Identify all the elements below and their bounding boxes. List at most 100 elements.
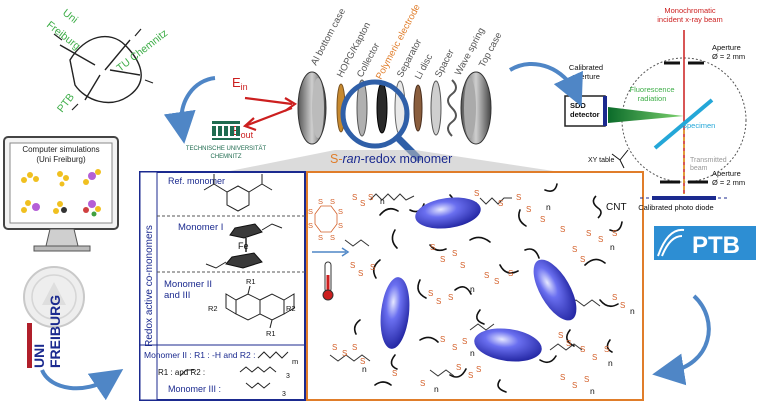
n-subscript: n: [630, 306, 635, 316]
sulfur-atom-label: S: [460, 261, 465, 270]
n-subscript: n: [470, 284, 475, 294]
sulfur-atom-label: S: [598, 235, 603, 244]
polymer-backbone: [329, 193, 601, 377]
svg-text:S: S: [318, 197, 323, 206]
thermometer-icon: [322, 261, 334, 301]
ellipsoid-redox-units: [380, 197, 577, 362]
sulfur-atom-label: S: [440, 335, 445, 344]
monomer-3-sub-b: 3: [282, 391, 286, 398]
sulfur-atom-label: S: [620, 301, 625, 310]
polymer-title: S-ran-redox monomer: [330, 152, 452, 166]
ref-monomer-label: Ref. monomer: [168, 176, 225, 186]
monomer-1-label: Monomer I: [178, 222, 223, 233]
xy-table-arrows: [611, 149, 629, 169]
sulfur-atom-label: S: [580, 345, 585, 354]
sulfur-atom-label: S: [352, 193, 357, 202]
sulfur-atom-label: S: [350, 261, 355, 270]
freiburg-logo-freiburg: FREIBURG: [47, 295, 63, 368]
sulfur-atom-label: S: [370, 263, 375, 272]
sulfur-atom-label: S: [604, 345, 609, 354]
arrow-cell-to-xray: [508, 61, 583, 107]
photodiode-label: Calibrated photo diode: [638, 203, 713, 212]
sulfur-atom-label: S: [494, 277, 499, 286]
comonomer-side-label: Redox active co-monomers: [144, 225, 155, 347]
sulfur-atom-label: S: [498, 199, 503, 208]
n-subscript: n: [610, 242, 615, 252]
ref-monomer-structure: [203, 174, 273, 212]
ferrocene-fe: Fe: [238, 241, 249, 251]
sulfur-atom-label: S: [584, 375, 589, 384]
ptb-logo: PTB: [654, 226, 756, 260]
sulfur-atom-label: S: [352, 343, 357, 352]
freiburg-logo-uni: UNI: [31, 344, 47, 368]
tu-chemnitz-logo: TECHNISCHE UNIVERSITÄT CHEMNITZ: [186, 121, 267, 160]
arrow-hands-to-cell: [163, 76, 216, 144]
svg-text:S: S: [338, 221, 343, 230]
sulfur-atom-label: S: [586, 229, 591, 238]
e-out-label: Eout: [232, 123, 254, 140]
ndi-r2-left: R2: [208, 304, 218, 313]
arrow-freiburg-to-comonomers: [40, 369, 124, 401]
ndi-r2-right: R2: [286, 304, 296, 313]
arrow-ptb-to-polymer: [652, 294, 711, 386]
sulfur-atom-label: S: [342, 349, 347, 358]
zoom-cone: [225, 150, 560, 172]
sulfur-atom-label: S: [558, 331, 563, 340]
n-subscript: n: [546, 202, 551, 212]
monomer-3-vinyl: [179, 369, 194, 377]
svg-text:S: S: [330, 197, 335, 206]
sulfur-atom-label: S: [358, 269, 363, 278]
ndi-r1-top: R1: [246, 277, 256, 286]
sulfur-atom-label: S: [448, 293, 453, 302]
sulfur-atom-label: S: [560, 225, 565, 234]
label-al-bottom-case: Al bottom case: [309, 7, 348, 68]
ferrocene-structure: [205, 223, 283, 269]
sulfur-atom-label: S: [332, 343, 337, 352]
sulfur-atom-label: S: [420, 379, 425, 388]
sulfur-atom-label: S: [484, 271, 489, 280]
monomer-3-sub-a: 3: [286, 373, 290, 380]
sulfur-atom-label: S: [572, 381, 577, 390]
n-subscript: n: [590, 386, 595, 396]
label-wave-spring: Wave spring: [453, 26, 487, 77]
svg-text:S: S: [338, 207, 343, 216]
tuc-logo-line2: CHEMNITZ: [211, 154, 242, 160]
sulfur-atom-label: S: [476, 365, 481, 374]
monomer-2-chain: [257, 351, 289, 359]
uni-freiburg-seal: [23, 266, 85, 328]
ptb-logo-text: PTB: [692, 232, 740, 259]
n-subscript: n: [362, 364, 367, 374]
hand-label-ptb: PTB: [55, 91, 77, 114]
monomer-2-definition: Monomer II : R1 : -H and R2 :: [144, 350, 255, 360]
sulfur-atom-label: S: [516, 193, 521, 202]
sulfur-atom-label: S: [560, 373, 565, 382]
computer-subtitle: (Uni Freiburg): [36, 155, 86, 164]
hand-label-tu-chemnitz: TU Chemnitz: [114, 27, 170, 74]
sulfur-atom-label: S: [572, 245, 577, 254]
xy-table-label: XY table: [588, 157, 614, 164]
sulfur-atom-label: S: [440, 255, 445, 264]
n-subscript: n: [380, 196, 385, 206]
sulfur-atom-label: S: [436, 297, 441, 306]
specimen-label: Specimen: [682, 121, 715, 130]
cell-component-labels: Al bottom case HOPG/Kapton Collector Pol…: [309, 3, 505, 82]
sulfur-atom-label: S: [430, 243, 435, 252]
ndi-r1-bottom: R1: [266, 329, 276, 338]
sulfur-atom-label: S: [580, 255, 585, 264]
sulfur-atom-label: S: [592, 353, 597, 362]
svg-text:S: S: [318, 233, 323, 242]
svg-text:S: S: [330, 233, 335, 242]
cnt-fibers: [353, 183, 623, 393]
computer-simulation-monitor: Computer simulations (Uni Freiburg): [3, 136, 119, 252]
molecule-icons: [21, 169, 101, 217]
